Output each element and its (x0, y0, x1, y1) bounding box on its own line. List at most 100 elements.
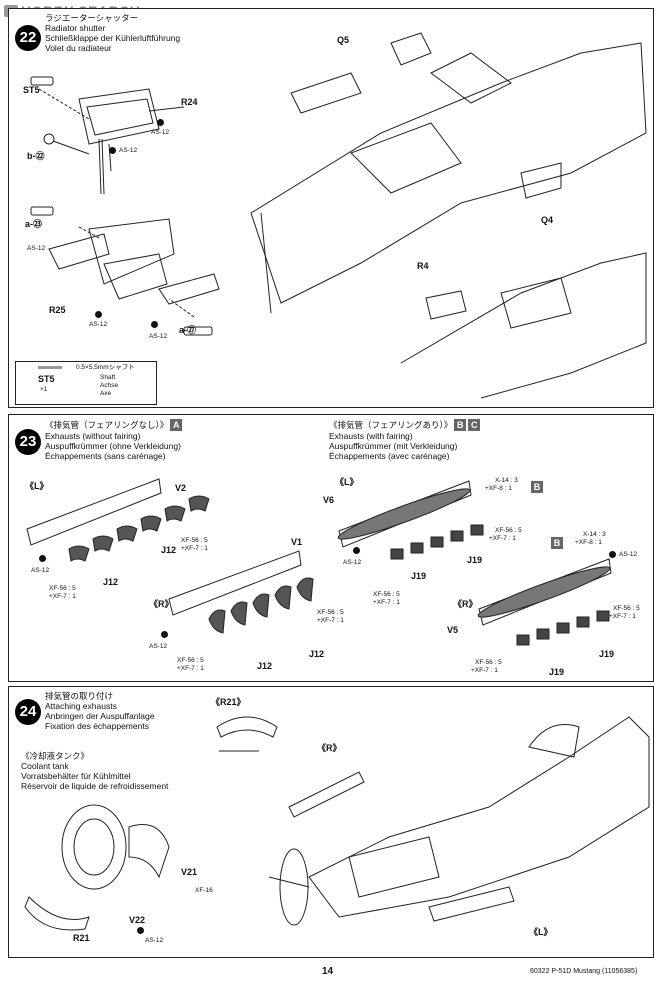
color-f1: XF-56 : 5 (373, 591, 400, 598)
part-v1: V1 (291, 537, 303, 547)
step-24-number: 24 (15, 699, 41, 725)
legend-name-en: Shaft (100, 374, 116, 381)
color-d1: XF-56 : 5 (317, 609, 344, 616)
step-22-left-diagram (30, 76, 220, 336)
legend-shaft-size: 0.5×5.5mmシャフト (76, 364, 135, 371)
screw-icon (609, 551, 616, 558)
part-v21: V21 (181, 867, 198, 877)
color-g1: XF-56 : 5 (613, 605, 640, 612)
color-x14-b1: X-14 : 3 (583, 531, 606, 538)
color-h2: +XF-7 : 1 (471, 667, 498, 674)
screw-icon (137, 927, 144, 934)
part-a27: a-㉗ (179, 325, 197, 335)
part-v22: V22 (129, 915, 146, 925)
part-r25: R25 (49, 305, 66, 315)
screw-icon (109, 147, 116, 154)
step-22-fuselage-diagram (250, 32, 647, 399)
legend-name-de: Achse (100, 382, 119, 389)
color-xf16: XF-16 (195, 887, 213, 894)
color-g2: +XF-7 : 1 (609, 613, 636, 620)
shaft-icon (38, 366, 62, 369)
color-d2: +XF-7 : 1 (317, 617, 344, 624)
screw-as12-e: AS-12 (149, 333, 168, 340)
screw-as12-b: AS-12 (119, 147, 138, 154)
part-q5: Q5 (337, 35, 350, 45)
part-r24: R24 (181, 97, 198, 107)
color-h1: XF-56 : 5 (475, 659, 502, 666)
label-r-right: 《R》 (453, 599, 478, 609)
part-j12-c: J12 (257, 661, 273, 671)
part-j19-c: J19 (599, 649, 615, 659)
part-v6: V6 (323, 495, 335, 505)
step-23-number: 23 (15, 429, 41, 455)
part-j12-b: J12 (103, 577, 119, 587)
screw-as12-b: AS-12 (149, 643, 168, 650)
version-badge-b: B (454, 419, 467, 431)
color-c2: +XF-7 : 1 (177, 665, 204, 672)
step-23-left-title: 《排気管（フェアリングなし）》A Exhausts (without fairi… (45, 419, 183, 461)
screw-icon (157, 119, 164, 126)
color-b2: +XF-7 : 1 (49, 593, 76, 600)
label-r21-top: 《R21》 (211, 697, 246, 707)
version-badge-b-small: B (531, 481, 543, 493)
part-r21: R21 (73, 933, 90, 943)
step-24-title: 排気管の取り付け Attaching exhausts Anbringen de… (45, 691, 155, 731)
legend-part: ST5 (38, 374, 55, 384)
step-23-diagram (26, 478, 612, 646)
color-a1: XF-56 : 5 (181, 537, 208, 544)
legend-name-fr: Axe (100, 390, 112, 397)
part-j12-a: J12 (161, 545, 177, 555)
color-e2: +XF-7 : 1 (489, 535, 516, 542)
color-c1: XF-56 : 5 (177, 657, 204, 664)
step-22-panel: 22 ラジエーターシャッター Radiator shutter Schließk… (8, 8, 654, 408)
label-r: 《R》 (317, 743, 342, 753)
color-b1: XF-56 : 5 (49, 585, 76, 592)
label-l-right: 《L》 (335, 477, 359, 487)
part-st5: ST5 (23, 85, 40, 95)
part-a23: a-㉓ (25, 219, 43, 229)
screw-as12-c: AS-12 (343, 559, 362, 566)
label-l-left: 《L》 (25, 481, 49, 491)
label-l: 《L》 (529, 927, 553, 937)
part-j12-d: J12 (309, 649, 325, 659)
legend-count: ×1 (40, 386, 48, 393)
part-r4: R4 (417, 261, 429, 271)
screw-icon (161, 631, 168, 638)
part-b22: b-㉒ (27, 151, 45, 161)
screw-icon (95, 311, 102, 318)
part-v5: V5 (447, 625, 459, 635)
screw-as12-d: AS-12 (619, 551, 638, 558)
part-legend-box: 0.5×5.5mmシャフト ST5 ×1 Shaft Achse Axe (15, 361, 157, 405)
screw-as12-a: AS-12 (31, 567, 50, 574)
color-x14-a1: X-14 : 3 (495, 477, 518, 484)
footer-product: 60322 P-51D Mustang (11056385) (530, 968, 638, 975)
version-badge-b-small-2: B (551, 537, 563, 549)
version-badge-a: A (170, 419, 183, 431)
coolant-tank-title: 《冷却液タンク》 Coolant tank Vorratsbehälter fü… (21, 751, 169, 791)
step-24-diagram (24, 716, 650, 931)
step-22-title: ラジエーターシャッター Radiator shutter Schließklap… (45, 13, 181, 53)
step-23-panel: 23 《排気管（フェアリングなし）》A Exhausts (without fa… (8, 414, 654, 682)
color-a2: +XF-7 : 1 (181, 545, 208, 552)
part-j19-b: J19 (411, 571, 427, 581)
screw-as12-a: AS-12 (151, 129, 170, 136)
part-j19-d: J19 (549, 667, 565, 677)
page-number: 14 (322, 966, 334, 977)
step-22-number: 22 (15, 25, 41, 51)
screw-as12-c: AS-12 (27, 245, 46, 252)
screw-as12-d: AS-12 (89, 321, 108, 328)
version-badge-c: C (468, 419, 481, 431)
part-j19-a: J19 (467, 555, 483, 565)
part-q4: Q4 (541, 215, 554, 225)
screw-icon (353, 547, 360, 554)
screw-as12: AS-12 (145, 937, 164, 944)
screw-icon (151, 321, 158, 328)
part-v2: V2 (175, 483, 187, 493)
color-f2: +XF-7 : 1 (373, 599, 400, 606)
step-24-panel: 24 排気管の取り付け Attaching exhausts Anbringen… (8, 686, 654, 958)
color-x14-a2: +XF-8 : 1 (485, 485, 512, 492)
label-r-left: 《R》 (149, 599, 174, 609)
color-e1: XF-56 : 5 (495, 527, 522, 534)
color-x14-b2: +XF-8 : 1 (575, 539, 602, 546)
